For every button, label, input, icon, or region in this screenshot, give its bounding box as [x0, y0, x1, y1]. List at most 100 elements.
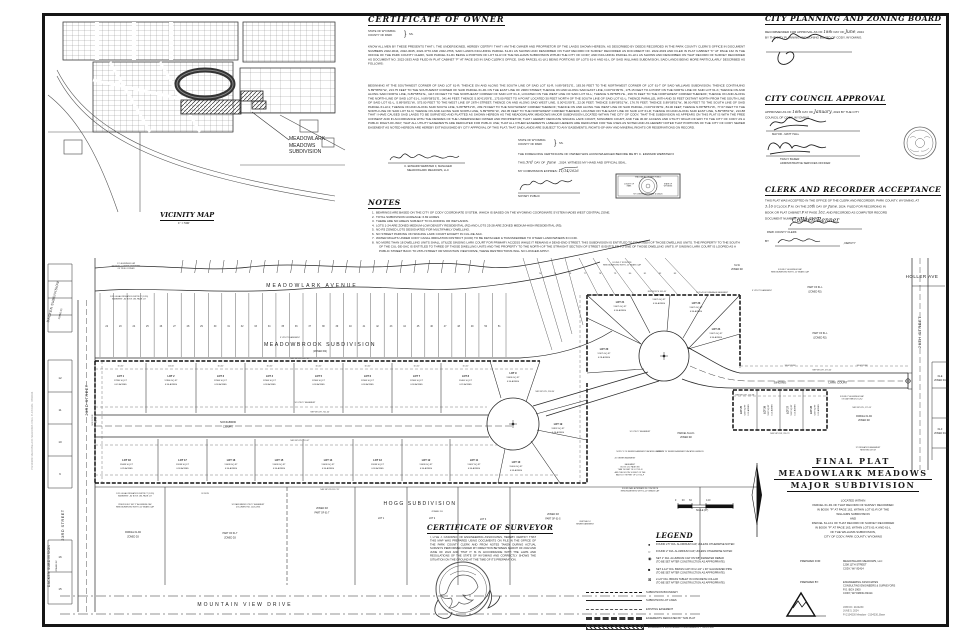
svg-text:10' UTILITY EASEMENT: 10' UTILITY EASEMENT: [630, 430, 652, 433]
cr-name: Colleen Renner: [792, 217, 840, 224]
scale-caption: SCALE (FT): [696, 509, 709, 512]
tb-line3: MAJOR SUBDIVISION: [762, 480, 944, 492]
note-item: 1. BEARINGS ARE BASED ON THE CITY OF COD…: [372, 211, 611, 215]
svg-text:LOT 24: LOT 24: [712, 328, 721, 331]
svg-text:13075 SQ FT: 13075 SQ FT: [689, 307, 703, 309]
svg-text:51: 51: [498, 325, 501, 328]
svg-text:NOTE 'X' 20' SEWER EASEMENT VA: NOTE 'X' 20' SEWER EASEMENT VACATED HERE…: [657, 450, 705, 453]
note-item: 2. TOTAL SUBDIVISION ACREAGE: 6.82 ACRES: [372, 215, 440, 219]
svg-text:ON CAP, PARCEL 61-K2: ON CAP, PARCEL 61-K2: [842, 398, 863, 401]
svg-text:N89°58'51"E, 175.15': N89°58'51"E, 175.15': [853, 407, 873, 409]
legend-title: LEGEND: [656, 531, 694, 542]
cr-by: BY: [765, 240, 770, 243]
svg-text:115.00': 115.00': [364, 366, 371, 368]
svg-text:12966 SQ FT: 12966 SQ FT: [214, 380, 228, 382]
note-item: 3. THERE ARE NO AREAS SUBJECT TO FLOODIN…: [372, 220, 469, 224]
cert-owner-body2: BEGINNING AT THE SOUTHWEST CORNER OF SAI…: [368, 84, 745, 114]
legend-items: ●FOUND 2.5" DIA. ALUMINUM CAP, UNLESS OT…: [586, 543, 948, 634]
svg-text:11: 11: [58, 408, 61, 412]
svg-text:115.00': 115.00': [325, 483, 332, 485]
ss2: SS.: [559, 142, 564, 145]
svg-text:LOT 23: LOT 23: [692, 302, 701, 305]
cr-cap: PARK COUNTY CLERK: [767, 231, 797, 234]
legend-row: ⊠: [648, 577, 652, 582]
tb-pb-label: PREPARED BY:: [800, 581, 819, 584]
council-seal: [903, 126, 937, 160]
svg-text:15: 15: [58, 587, 62, 591]
svg-text:PART OF 61-L: PART OF 61-L: [808, 286, 824, 289]
svg-text:12966 SQ FT: 12966 SQ FT: [410, 380, 424, 382]
cc-body: APPROVED AS OF 16th DAY OF January, 2024…: [765, 109, 860, 120]
pz-body: RECOMMENDED FOR APPROVAL AS OF 18th DAY …: [765, 29, 864, 40]
tb-line2: MEADOWLARK MEADOWS: [762, 468, 944, 480]
svg-text:LOT 13: LOT 13: [373, 459, 382, 462]
svg-text:82: 82: [659, 273, 662, 275]
svg-text:28: 28: [187, 325, 190, 328]
note-item: 7. WATER RIGHTS UNDER CODY CANAL IRRIGAT…: [372, 237, 578, 241]
legend-row: EXISTING EASEMENT: [646, 607, 674, 611]
svg-text:LOT 27: LOT 27: [788, 405, 790, 414]
svg-text:13038 SQ FT: 13038 SQ FT: [371, 464, 385, 466]
legend-row: ●FOUND 2.5" DIA. ALUMINUM CAP, UNLESS OT…: [648, 543, 948, 548]
svg-text:33.00' ROW: 33.00' ROW: [857, 365, 868, 367]
svg-text:EAST 177.78 FEET OF LOT 61-P: EAST 177.78 FEET OF LOT 61-P: [616, 473, 645, 476]
svg-text:41: 41: [363, 325, 366, 328]
svg-text:0.30 ACRES: 0.30 ACRES: [468, 467, 481, 470]
ack-line1: THE FOREGOING CERTIFICATE OF OWNER WAS A…: [518, 153, 675, 156]
svg-text:EASEMENT - AT BOOK 186, PAGE 1: EASEMENT - AT BOOK 186, PAGE 127: [112, 298, 146, 301]
svg-text:ZONED R2: ZONED R2: [680, 437, 692, 439]
cr-title: CLERK AND RECORDER ACCEPTANCE: [765, 185, 942, 196]
svg-text:46: 46: [430, 325, 433, 328]
north-arrow: [751, 463, 762, 537]
tb-located: LOCATED WITHIN PARCEL 61-R1 OF THAT RECO…: [811, 499, 895, 539]
svg-text:0.30 ACRES: 0.30 ACRES: [614, 309, 627, 312]
svg-text:LOT 18: LOT 18: [122, 459, 131, 462]
vicinity-map: [47, 21, 346, 213]
brace: }: [404, 31, 407, 38]
svg-text:OF TRUE CORNER: OF TRUE CORNER: [118, 268, 136, 270]
ea-logo: [785, 591, 826, 617]
svg-text:0.30 ACRES: 0.30 ACRES: [312, 383, 325, 386]
svg-text:13037 SQ FT: 13037 SQ FT: [467, 464, 481, 466]
svg-text:MEADOWBROOK SUBDIVISION: MEADOWBROOK SUBDIVISION: [264, 342, 376, 348]
svg-text:115.00': 115.00': [315, 366, 322, 368]
svg-text:37: 37: [308, 325, 311, 328]
svg-text:44: 44: [403, 325, 406, 328]
legend-row: EASEMENTS DEDICATED BY THIS PLAT: [586, 616, 948, 621]
svg-text:LOT 6: LOT 6: [364, 375, 372, 378]
svg-text:48: 48: [457, 325, 460, 328]
legend-row: ●: [648, 542, 651, 547]
svg-text:12' IRRIGATION EASEMENT: 12' IRRIGATION EASEMENT: [856, 446, 882, 449]
svg-text:PART OF 61-S: PART OF 61-S: [545, 518, 561, 521]
svg-text:LOT 15: LOT 15: [275, 459, 284, 462]
svg-text:ZONED D1: ZONED D1: [934, 433, 946, 435]
svg-text:83: 83: [674, 273, 677, 275]
note-item: 4. LOTS 1-24 ARE ZONED MEDIUM-LOW DENSIT…: [372, 224, 563, 228]
note-item: 5. NO R3 ZONED LOTS DESIGNATED FOR MULTI…: [372, 228, 470, 232]
legend-row: SET 1" DIA. ALUMINUM CAP ON 5/8" DIAMETE…: [656, 557, 725, 564]
scale-ticks: 0 30 60 120: [675, 499, 711, 502]
svg-text:0.46 ACRES: 0.46 ACRES: [552, 431, 565, 434]
svg-text:16' RAW WATER UTILITY EASEMENT: 16' RAW WATER UTILITY EASEMENT: [232, 503, 266, 506]
svg-text:23: 23: [119, 325, 122, 328]
tb-pf-value: MEADOWLARK MEADOWS, LLC 1208 11TH STREET…: [843, 560, 883, 571]
vicinity-scale: 1" = 500': [178, 221, 190, 225]
cert-owner-body3: THAT I HAVE CAUSED SAID LANDS TO BE SURV…: [368, 113, 745, 130]
legend-row: SUBDIVISION BOUNDARY: [586, 590, 948, 595]
cc-cap1: MAYOR - MATT HALL: [772, 133, 800, 136]
svg-text:0.30 ACRES: 0.30 ACRES: [371, 467, 384, 470]
svg-text:175.15': 175.15': [96, 416, 98, 423]
svg-text:FOUND 1" ALUMINUM CAP: FOUND 1" ALUMINUM CAP: [778, 268, 803, 271]
svg-text:33.00' ROW: 33.00' ROW: [785, 365, 796, 367]
svg-text:61-W: 61-W: [734, 265, 740, 267]
svg-text:AND THE SOUTH 10 FEET OF THE: AND THE SOUTH 10 FEET OF THE: [615, 471, 647, 474]
svg-text:LOT 28: LOT 28: [811, 405, 813, 414]
svg-text:S00°01'09"E: S00°01'09"E: [92, 414, 94, 426]
svg-text:MEADOWLARK AVENUE: MEADOWLARK AVENUE: [266, 283, 357, 289]
svg-text:19932 SQ FT: 19932 SQ FT: [551, 428, 565, 430]
svg-text:5227 SQ FT: 5227 SQ FT: [815, 404, 817, 416]
svg-text:61-F: 61-F: [938, 429, 943, 431]
